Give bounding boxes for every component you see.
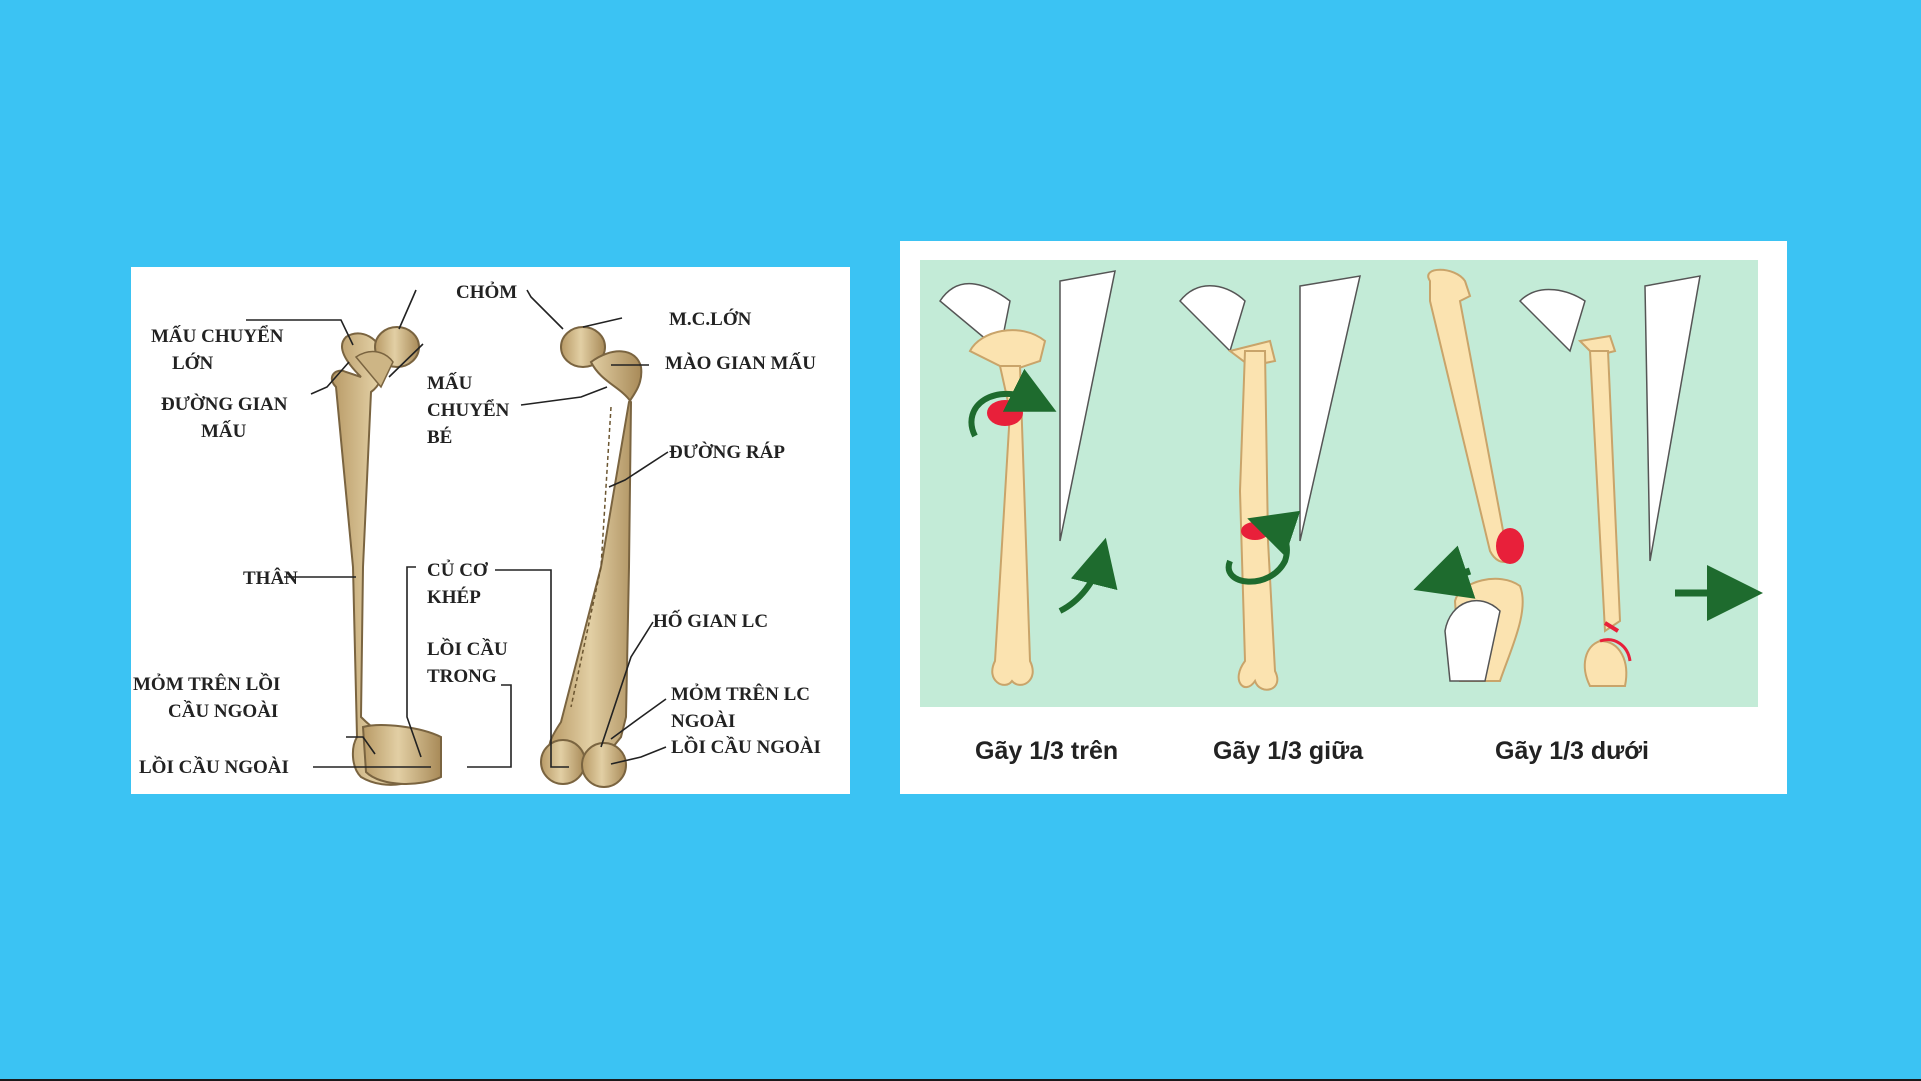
label-ho-gian-lc: HỐ GIAN LC xyxy=(653,608,768,635)
fracture-types-panel: Gãy 1/3 trên Gãy 1/3 giữa Gãy 1/3 dưới xyxy=(900,241,1787,794)
label-mau-chuyen-lon-line2: LỚN xyxy=(151,353,213,374)
caption-fracture-middle: Gãy 1/3 giữa xyxy=(1213,737,1363,766)
label-mau-chuyen-be-line3: BÉ xyxy=(427,427,452,448)
femur-posterior-view xyxy=(541,327,641,787)
label-duong-gian-mau: ĐƯỜNG GIAN MẤU xyxy=(161,391,288,445)
label-mom-tren-loi-cau-ngoai-line1: MỎM TRÊN LỒI xyxy=(133,674,280,695)
label-loi-cau-trong: LỒI CẦU TRONG xyxy=(427,636,508,690)
label-mau-chuyen-be: MẤU CHUYỂN BÉ xyxy=(427,370,509,451)
label-loi-cau-trong-line1: LỒI CẦU xyxy=(427,639,508,660)
label-mau-chuyen-be-line2: CHUYỂN xyxy=(427,400,509,421)
label-cu-co-khep-line2: KHÉP xyxy=(427,587,481,608)
label-duong-gian-mau-line2: MẤU xyxy=(161,421,246,442)
femur-anterior-view xyxy=(332,327,441,785)
label-mom-tren-lc-ngoai-line1: MỎM TRÊN LC xyxy=(671,684,810,705)
label-loi-cau-trong-line2: TRONG xyxy=(427,666,497,687)
caption-fracture-lower: Gãy 1/3 dưới xyxy=(1495,737,1649,766)
label-mom-tren-lc-ngoai: MỎM TRÊN LC NGOÀI xyxy=(671,681,810,735)
label-mau-chuyen-be-line1: MẤU xyxy=(427,373,472,394)
label-mom-tren-loi-cau-ngoai-line2: CẦU NGOÀI xyxy=(133,701,278,722)
label-mau-chuyen-lon: MẤU CHUYỂN LỚN xyxy=(151,323,283,377)
label-cu-co-khep: CỦ CƠ KHÉP xyxy=(427,557,488,611)
label-mc-lon: M.C.LỚN xyxy=(669,306,751,333)
label-duong-gian-mau-line1: ĐƯỜNG GIAN xyxy=(161,394,288,415)
label-loi-cau-ngoai-left: LỒI CẦU NGOÀI xyxy=(139,754,289,781)
label-mau-chuyen-lon-line1: MẤU CHUYỂN xyxy=(151,326,283,347)
label-loi-cau-ngoai-right: LỒI CẦU NGOÀI xyxy=(671,734,821,761)
femur-anatomy-panel: CHỎM MẤU CHUYỂN LỚN ĐƯỜNG GIAN MẤU MẤU C… xyxy=(131,267,850,794)
label-duong-rap: ĐƯỜNG RÁP xyxy=(669,439,785,466)
label-mom-tren-lc-ngoai-line2: NGOÀI xyxy=(671,711,735,732)
fracture-illustration xyxy=(900,241,1787,794)
caption-fracture-upper: Gãy 1/3 trên xyxy=(975,737,1118,766)
label-chom: CHỎM xyxy=(456,279,517,306)
label-mao-gian-mau: MÀO GIAN MẤU xyxy=(665,350,816,377)
label-cu-co-khep-line1: CỦ CƠ xyxy=(427,560,488,581)
label-mom-tren-loi-cau-ngoai: MỎM TRÊN LỒI CẦU NGOÀI xyxy=(133,671,280,725)
label-than: THÂN xyxy=(243,565,298,592)
